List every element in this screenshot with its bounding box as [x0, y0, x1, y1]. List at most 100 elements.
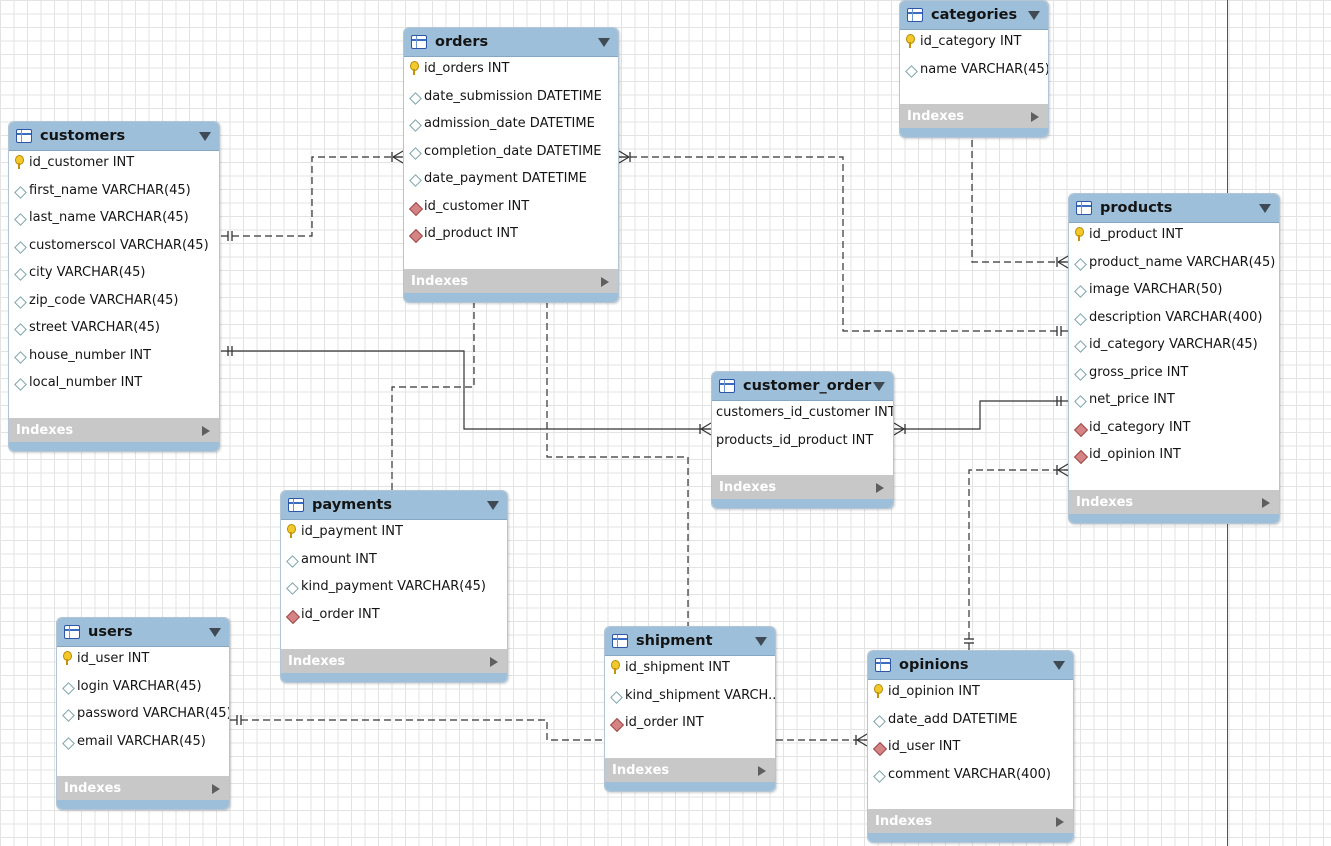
relationship-orders-shipment [546, 290, 689, 626]
expand-arrow-icon[interactable] [490, 657, 498, 667]
expand-arrow-icon[interactable] [758, 765, 766, 776]
expand-arrow-icon[interactable] [876, 483, 884, 493]
entity-header[interactable]: customer_order [712, 372, 893, 401]
field-row[interactable]: login VARCHAR(45) [57, 675, 229, 701]
field-row[interactable]: id_product INT [404, 222, 618, 248]
collapse-arrow-icon[interactable] [209, 628, 221, 637]
entity-header[interactable]: users [57, 618, 229, 647]
field-row[interactable]: name VARCHAR(45) [900, 58, 1048, 84]
field-row[interactable]: id_customer INT [9, 151, 219, 177]
field-row[interactable]: date_submission DATETIME [404, 85, 618, 111]
field-row[interactable]: image VARCHAR(50) [1069, 278, 1279, 304]
field-row[interactable]: customers_id_customer INT [712, 401, 893, 427]
entity-header[interactable]: orders [404, 28, 618, 57]
field-row[interactable]: password VARCHAR(45) [57, 702, 229, 728]
collapse-arrow-icon[interactable] [1028, 11, 1040, 20]
collapse-arrow-icon[interactable] [755, 637, 767, 646]
relationship-opinions-products [968, 469, 1068, 650]
entity-footer [57, 800, 229, 809]
entity-name: opinions [899, 657, 969, 673]
field-label: description VARCHAR(400) [1089, 309, 1263, 325]
field-label: id_opinion INT [1089, 447, 1181, 462]
field-row[interactable]: id_user INT [57, 647, 229, 673]
field-label: completion_date DATETIME [424, 143, 602, 159]
expand-arrow-icon[interactable] [202, 425, 210, 436]
entity-header[interactable]: products [1069, 194, 1279, 223]
field-row[interactable]: id_orders INT [404, 57, 618, 83]
field-row[interactable]: id_product INT [1069, 223, 1279, 249]
indexes-section[interactable]: Indexes [712, 475, 893, 501]
column-icon [1074, 312, 1087, 326]
indexes-section[interactable]: Indexes [404, 268, 618, 295]
field-row[interactable]: id_user INT [868, 735, 1073, 761]
indexes-section[interactable]: Indexes [9, 417, 219, 444]
field-row[interactable]: email VARCHAR(45) [57, 730, 229, 756]
field-label: password VARCHAR(45) [77, 706, 229, 721]
field-row[interactable]: kind_payment VARCHAR(45) [281, 575, 507, 601]
indexes-section[interactable]: Indexes [900, 104, 1048, 130]
field-row[interactable]: net_price INT [1069, 388, 1279, 414]
field-row[interactable]: kind_shipment VARCH... [605, 684, 775, 710]
indexes-section[interactable]: Indexes [281, 649, 507, 675]
field-row[interactable]: id_category INT [900, 30, 1048, 56]
expand-arrow-icon[interactable] [1056, 817, 1064, 827]
field-row[interactable]: comment VARCHAR(400) [868, 763, 1073, 789]
entity-header[interactable]: opinions [868, 651, 1073, 680]
field-row[interactable]: id_opinion INT [868, 680, 1073, 706]
field-row[interactable]: local_number INT [9, 371, 219, 397]
field-row[interactable]: id_category VARCHAR(45) [1069, 333, 1279, 359]
field-row[interactable]: id_payment INT [281, 520, 507, 546]
field-row[interactable]: product_name VARCHAR(45) [1069, 251, 1279, 277]
indexes-section[interactable]: Indexes [57, 776, 229, 802]
expand-arrow-icon[interactable] [1031, 112, 1039, 122]
collapse-arrow-icon[interactable] [1259, 204, 1271, 213]
field-row[interactable]: id_order INT [281, 603, 507, 629]
collapse-arrow-icon[interactable] [487, 501, 499, 510]
field-row[interactable]: id_customer INT [404, 195, 618, 221]
field-row[interactable]: first_name VARCHAR(45) [9, 179, 219, 205]
field-row[interactable]: completion_date DATETIME [404, 140, 618, 166]
field-row[interactable]: city VARCHAR(45) [9, 261, 219, 287]
field-row[interactable]: street VARCHAR(45) [9, 316, 219, 342]
field-row[interactable]: house_number INT [9, 344, 219, 370]
field-row[interactable]: admission_date DATETIME [404, 112, 618, 138]
entity-header[interactable]: categories [900, 1, 1048, 30]
field-row[interactable]: gross_price INT [1069, 361, 1279, 387]
collapse-arrow-icon[interactable] [873, 382, 885, 391]
expand-arrow-icon[interactable] [212, 784, 220, 794]
field-row[interactable]: date_payment DATETIME [404, 167, 618, 193]
expand-arrow-icon[interactable] [1262, 497, 1270, 508]
indexes-section[interactable]: Indexes [605, 757, 775, 784]
field-row[interactable]: zip_code VARCHAR(45) [9, 289, 219, 315]
field-row[interactable]: products_id_product INT [712, 429, 893, 455]
field-row[interactable]: amount INT [281, 548, 507, 574]
indexes-section[interactable]: Indexes [1069, 489, 1279, 516]
field-row[interactable]: last_name VARCHAR(45) [9, 206, 219, 232]
collapse-arrow-icon[interactable] [1053, 661, 1065, 670]
entity-header[interactable]: customers [9, 122, 219, 151]
field-label: first_name VARCHAR(45) [29, 182, 191, 198]
field-row[interactable]: id_category INT [1069, 416, 1279, 442]
field-row[interactable]: id_order INT [605, 711, 775, 737]
indexes-section[interactable]: Indexes [868, 809, 1073, 835]
entity-header[interactable]: shipment [605, 627, 775, 656]
field-row[interactable]: id_shipment INT [605, 656, 775, 682]
field-row[interactable]: id_opinion INT [1069, 443, 1279, 469]
column-icon [873, 714, 886, 728]
expand-arrow-icon[interactable] [601, 276, 609, 287]
field-row[interactable]: customerscol VARCHAR(45) [9, 234, 219, 260]
field-row[interactable]: date_add DATETIME [868, 708, 1073, 734]
field-row[interactable]: description VARCHAR(400) [1069, 306, 1279, 332]
collapse-arrow-icon[interactable] [199, 132, 211, 141]
collapse-arrow-icon[interactable] [598, 38, 610, 47]
entity-header[interactable]: payments [281, 491, 507, 520]
